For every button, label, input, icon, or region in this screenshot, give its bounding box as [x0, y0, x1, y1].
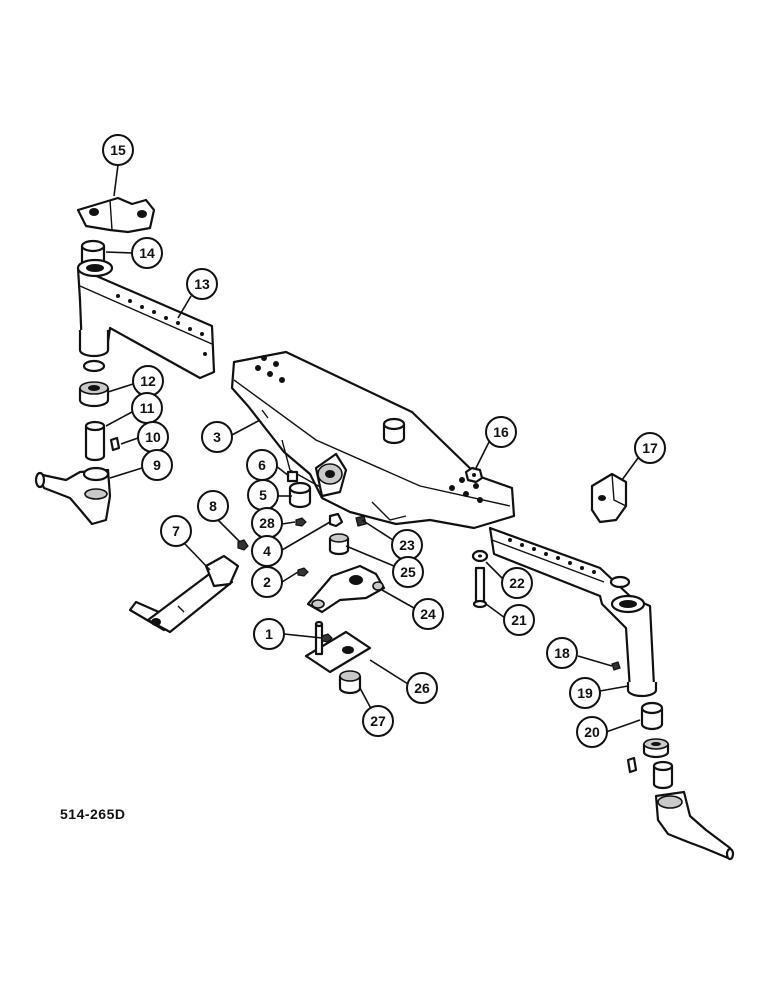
right-spindle	[654, 790, 735, 861]
callout-22: 22	[501, 567, 533, 599]
callout-label: 20	[584, 724, 600, 740]
part-19-right-axle-extension	[488, 526, 658, 698]
part-4-nut	[328, 512, 344, 528]
callout-label: 3	[213, 429, 221, 445]
callout-27: 27	[362, 705, 394, 737]
callout-23: 23	[391, 529, 423, 561]
callout-7: 7	[160, 515, 192, 547]
leader-lines	[105, 164, 641, 733]
callout-8: 8	[197, 490, 229, 522]
part-22-washer	[471, 549, 489, 563]
callout-label: 25	[400, 564, 416, 580]
callout-label: 11	[140, 400, 155, 416]
callout-17: 17	[634, 432, 666, 464]
callout-label: 9	[153, 457, 161, 473]
callout-24: 24	[412, 598, 444, 630]
part-28-nut	[295, 517, 307, 527]
callout-16: 16	[485, 416, 517, 448]
callout-19: 19	[569, 677, 601, 709]
callout-12: 12	[132, 365, 164, 397]
callout-25: 25	[392, 556, 424, 588]
part-24-steering-arm	[306, 564, 386, 614]
callout-label: 1	[265, 626, 273, 642]
part-26-plate	[304, 620, 372, 674]
callout-2: 2	[251, 566, 283, 598]
callout-15: 15	[102, 134, 134, 166]
callout-label: 13	[194, 276, 210, 292]
part-17-bracket	[590, 472, 628, 524]
callout-26: 26	[406, 672, 438, 704]
callout-label: 19	[577, 685, 593, 701]
part-15-bracket	[76, 196, 156, 234]
callout-20: 20	[576, 716, 608, 748]
callout-label: 24	[420, 606, 436, 622]
callout-1: 1	[253, 618, 285, 650]
part-18-grease-fitting	[611, 661, 621, 671]
callout-9: 9	[141, 449, 173, 481]
callout-4: 4	[251, 535, 283, 567]
part-5-bushing	[288, 481, 312, 509]
callout-label: 4	[263, 543, 271, 559]
part-10-key	[109, 436, 121, 452]
callout-label: 8	[209, 498, 217, 514]
callout-label: 7	[172, 523, 180, 539]
callout-label: 15	[110, 142, 126, 158]
callout-5: 5	[247, 479, 279, 511]
callout-13: 13	[186, 268, 218, 300]
right-seal	[642, 738, 670, 759]
part-12-seal	[78, 359, 110, 408]
callout-label: 27	[370, 713, 386, 729]
part-13-left-axle-extension	[76, 258, 216, 380]
part-11-kingpin	[84, 420, 106, 462]
callout-10: 10	[137, 421, 169, 453]
callout-label: 21	[511, 612, 527, 628]
part-20-bushing	[640, 701, 664, 731]
callout-18: 18	[546, 637, 578, 669]
right-kingpin	[652, 760, 674, 790]
part-21-bolt	[472, 566, 488, 609]
part-25-bushing	[328, 533, 350, 556]
callout-label: 16	[493, 424, 509, 440]
callout-label: 14	[139, 245, 155, 261]
callout-label: 22	[509, 575, 525, 591]
callout-6: 6	[246, 449, 278, 481]
part-27-bushing	[338, 670, 362, 695]
callout-21: 21	[503, 604, 535, 636]
reference-code: 514-265D	[60, 806, 126, 822]
callout-label: 17	[642, 440, 658, 456]
part-1-nut	[321, 633, 333, 643]
callout-label: 26	[414, 680, 430, 696]
callout-label: 23	[399, 537, 415, 553]
callout-3: 3	[201, 421, 233, 453]
callout-label: 6	[258, 457, 266, 473]
part-7-pivot-pin	[128, 554, 240, 634]
callout-14: 14	[131, 237, 163, 269]
callout-label: 12	[140, 373, 156, 389]
callout-11: 11	[131, 392, 163, 424]
right-key	[626, 756, 638, 774]
callout-label: 18	[554, 645, 570, 661]
part-9-left-spindle	[34, 466, 112, 526]
part-23-pin	[355, 515, 367, 527]
callout-label: 28	[259, 515, 275, 531]
callout-28: 28	[251, 507, 283, 539]
part-8-grease-fitting	[237, 539, 249, 551]
part-2-nut	[297, 567, 309, 577]
callout-label: 5	[259, 487, 267, 503]
callout-label: 2	[263, 574, 271, 590]
part-6-nut	[286, 470, 299, 483]
part-16-nut	[464, 466, 484, 484]
part-3-axle-beam	[230, 350, 516, 530]
callout-label: 10	[145, 429, 161, 445]
